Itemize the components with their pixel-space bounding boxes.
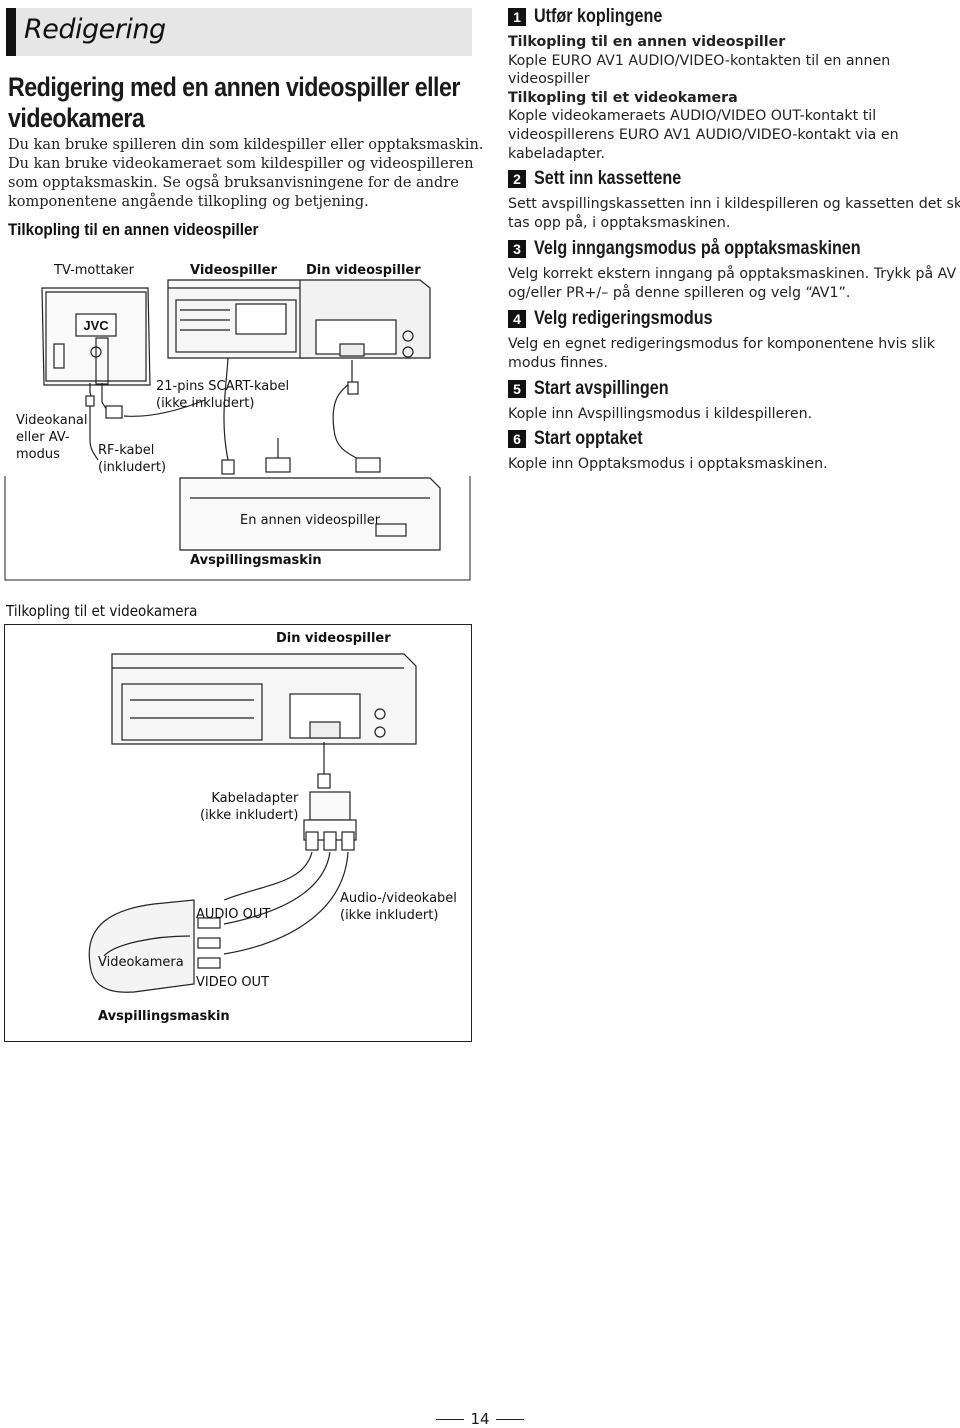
step-title: Velg inngangsmodus på opptaksmaskinen — [534, 238, 861, 259]
step-3-header: 3 Velg inngangsmodus på opptaksmaskinen — [508, 238, 958, 260]
label-your-vcr: Din videospiller — [306, 263, 421, 278]
page-number-dash-right — [495, 1419, 524, 1420]
label-channel-line-1: Videokanal — [16, 413, 88, 428]
step-2-header: 2 Sett inn kassettene — [508, 168, 958, 190]
step-number: 3 — [508, 240, 526, 258]
label-playback-2: Avspillingsmaskin — [98, 1009, 230, 1024]
step-title: Start avspillingen — [534, 378, 669, 399]
label-video-out: VIDEO OUT — [196, 975, 270, 990]
step-6-header: 6 Start opptaket — [508, 428, 958, 450]
diagram2-heading: Tilkopling til et videokamera — [6, 602, 198, 620]
step-number: 1 — [508, 8, 526, 26]
diagram2-frame — [4, 624, 472, 1042]
page-number-value: 14 — [470, 1410, 490, 1428]
label-scart-cable: 21-pins SCART-kabel (ikke inkludert) — [156, 378, 289, 412]
step-6: 6 Start opptaket Kople inn Opptaksmodus … — [508, 428, 958, 474]
step-line: modus finnes. — [508, 354, 608, 371]
label-playback-1: Avspillingsmaskin — [190, 553, 322, 568]
label-av-cable-line-2: (ikke inkludert) — [340, 908, 439, 923]
step-line: og/eller PR+/– på denne spilleren og vel… — [508, 284, 851, 301]
label-camcorder: Videokamera — [98, 955, 184, 970]
step-5-header: 5 Start avspillingen — [508, 378, 958, 400]
step-line: videospiller — [508, 71, 590, 88]
step-title: Utfør koplingene — [534, 6, 663, 27]
step-1: 1 Utfør koplingene Tilkopling til en ann… — [508, 6, 958, 163]
label-rf-cable: RF-kabel (inkludert) — [98, 442, 166, 476]
step-line: Sett avspillingskassetten inn i kildespi… — [508, 196, 960, 212]
label-your-vcr-2: Din videospiller — [276, 631, 391, 646]
step-line: Kople inn Avspillingsmodus i kildespille… — [508, 406, 813, 422]
label-av-cable-line-1: Audio-/videokabel — [340, 891, 457, 906]
intro-paragraph: Du kan bruke spilleren din som kildespil… — [8, 136, 484, 212]
step-line: kabeladapter. — [508, 145, 606, 162]
page-heading-line-2: videokamera — [8, 103, 145, 133]
step-number: 6 — [508, 430, 526, 448]
step-body: Tilkopling til en annen videospiller Kop… — [508, 33, 958, 163]
label-vcr: Videospiller — [190, 263, 277, 278]
page-number: 14 — [0, 1410, 960, 1428]
label-av-cable: Audio-/videokabel (ikke inkludert) — [340, 890, 457, 924]
tv-logo: JVC — [83, 318, 109, 333]
label-scart-cable-line-1: 21-pins SCART-kabel — [156, 379, 290, 394]
step-line: Velg en egnet redigeringsmodus for kompo… — [508, 336, 935, 352]
step-line: tas opp på, i opptaksmaskinen. — [508, 214, 731, 231]
diagram2-illustration — [88, 653, 417, 993]
intro-line: Du kan bruke spilleren din som kildespil… — [8, 137, 484, 153]
page-number-dash-left — [436, 1419, 465, 1420]
step-title: Sett inn kassettene — [534, 168, 682, 189]
step-body: Velg korrekt ekstern inngang på opptaksm… — [508, 265, 958, 302]
step-4-header: 4 Velg redigeringsmodus — [508, 308, 958, 330]
step-5: 5 Start avspillingen Kople inn Avspillin… — [508, 378, 958, 424]
label-rf-cable-line-2: (inkludert) — [98, 460, 167, 475]
label-channel-line-2: eller AV- — [16, 430, 70, 445]
label-scart-cable-line-2: (ikke inkludert) — [156, 396, 255, 411]
step-2: 2 Sett inn kassettene Sett avspillingska… — [508, 168, 960, 232]
label-channel-line-3: modus — [16, 447, 60, 462]
step-title: Velg redigeringsmodus — [534, 308, 713, 329]
step-line: Kople videokameraets AUDIO/VIDEO OUT-kon… — [508, 108, 877, 125]
step-3: 3 Velg inngangsmodus på opptaksmaskinen … — [508, 238, 958, 302]
step-number: 5 — [508, 380, 526, 398]
section-bar-marker — [6, 8, 16, 56]
diagram1-heading: Tilkopling til en annen videospiller — [8, 220, 259, 239]
label-audio-out: AUDIO OUT — [196, 907, 271, 922]
label-channel: Videokanal eller AV- modus — [16, 412, 88, 463]
diagram1-frame — [4, 476, 471, 581]
step-line: Kople EURO AV1 AUDIO/VIDEO-kontakten til… — [508, 52, 891, 69]
label-tv: TV-mottaker — [54, 263, 134, 278]
label-adapter-line-2: (ikke inkludert) — [200, 808, 299, 823]
step-number: 2 — [508, 170, 526, 188]
step-body: Kople inn Avspillingsmodus i kildespille… — [508, 405, 958, 424]
page-heading: Redigering med en annen videospiller ell… — [8, 72, 472, 134]
page-heading-line-1: Redigering med en annen videospiller ell… — [8, 72, 460, 102]
section-title: Redigering — [24, 14, 166, 45]
intro-line: Du kan bruke videokameraet som kildespil… — [8, 156, 474, 172]
step-line: Tilkopling til en annen videospiller — [508, 34, 786, 50]
step-line: videospillerens EURO AV1 AUDIO/VIDEO-kon… — [508, 126, 899, 143]
step-body: Kople inn Opptaksmodus i opptaksmaskinen… — [508, 455, 958, 474]
step-body: Sett avspillingskassetten inn i kildespi… — [508, 195, 960, 232]
label-adapter: Kabeladapter (ikke inkludert) — [200, 790, 298, 824]
label-rf-cable-line-1: RF-kabel — [98, 443, 155, 458]
step-1-header: 1 Utfør koplingene — [508, 6, 958, 28]
step-line: Velg korrekt ekstern inngang på opptaksm… — [508, 266, 957, 282]
section-bar — [6, 8, 472, 56]
step-line: Tilkopling til et videokamera — [508, 89, 738, 106]
intro-line: som opptaksmaskin. Se også bruksanvisnin… — [8, 175, 459, 191]
label-other-vcr: En annen videospiller — [240, 513, 381, 528]
label-adapter-line-1: Kabeladapter — [211, 791, 299, 806]
step-title: Start opptaket — [534, 428, 643, 449]
intro-line: komponentene angående tilkopling og betj… — [8, 194, 369, 210]
step-number: 4 — [508, 310, 526, 328]
step-4: 4 Velg redigeringsmodus Velg en egnet re… — [508, 308, 958, 372]
diagram1-illustration: JVC — [41, 279, 441, 551]
step-line: Kople inn Opptaksmodus i opptaksmaskinen… — [508, 456, 828, 472]
step-body: Velg en egnet redigeringsmodus for kompo… — [508, 335, 958, 372]
